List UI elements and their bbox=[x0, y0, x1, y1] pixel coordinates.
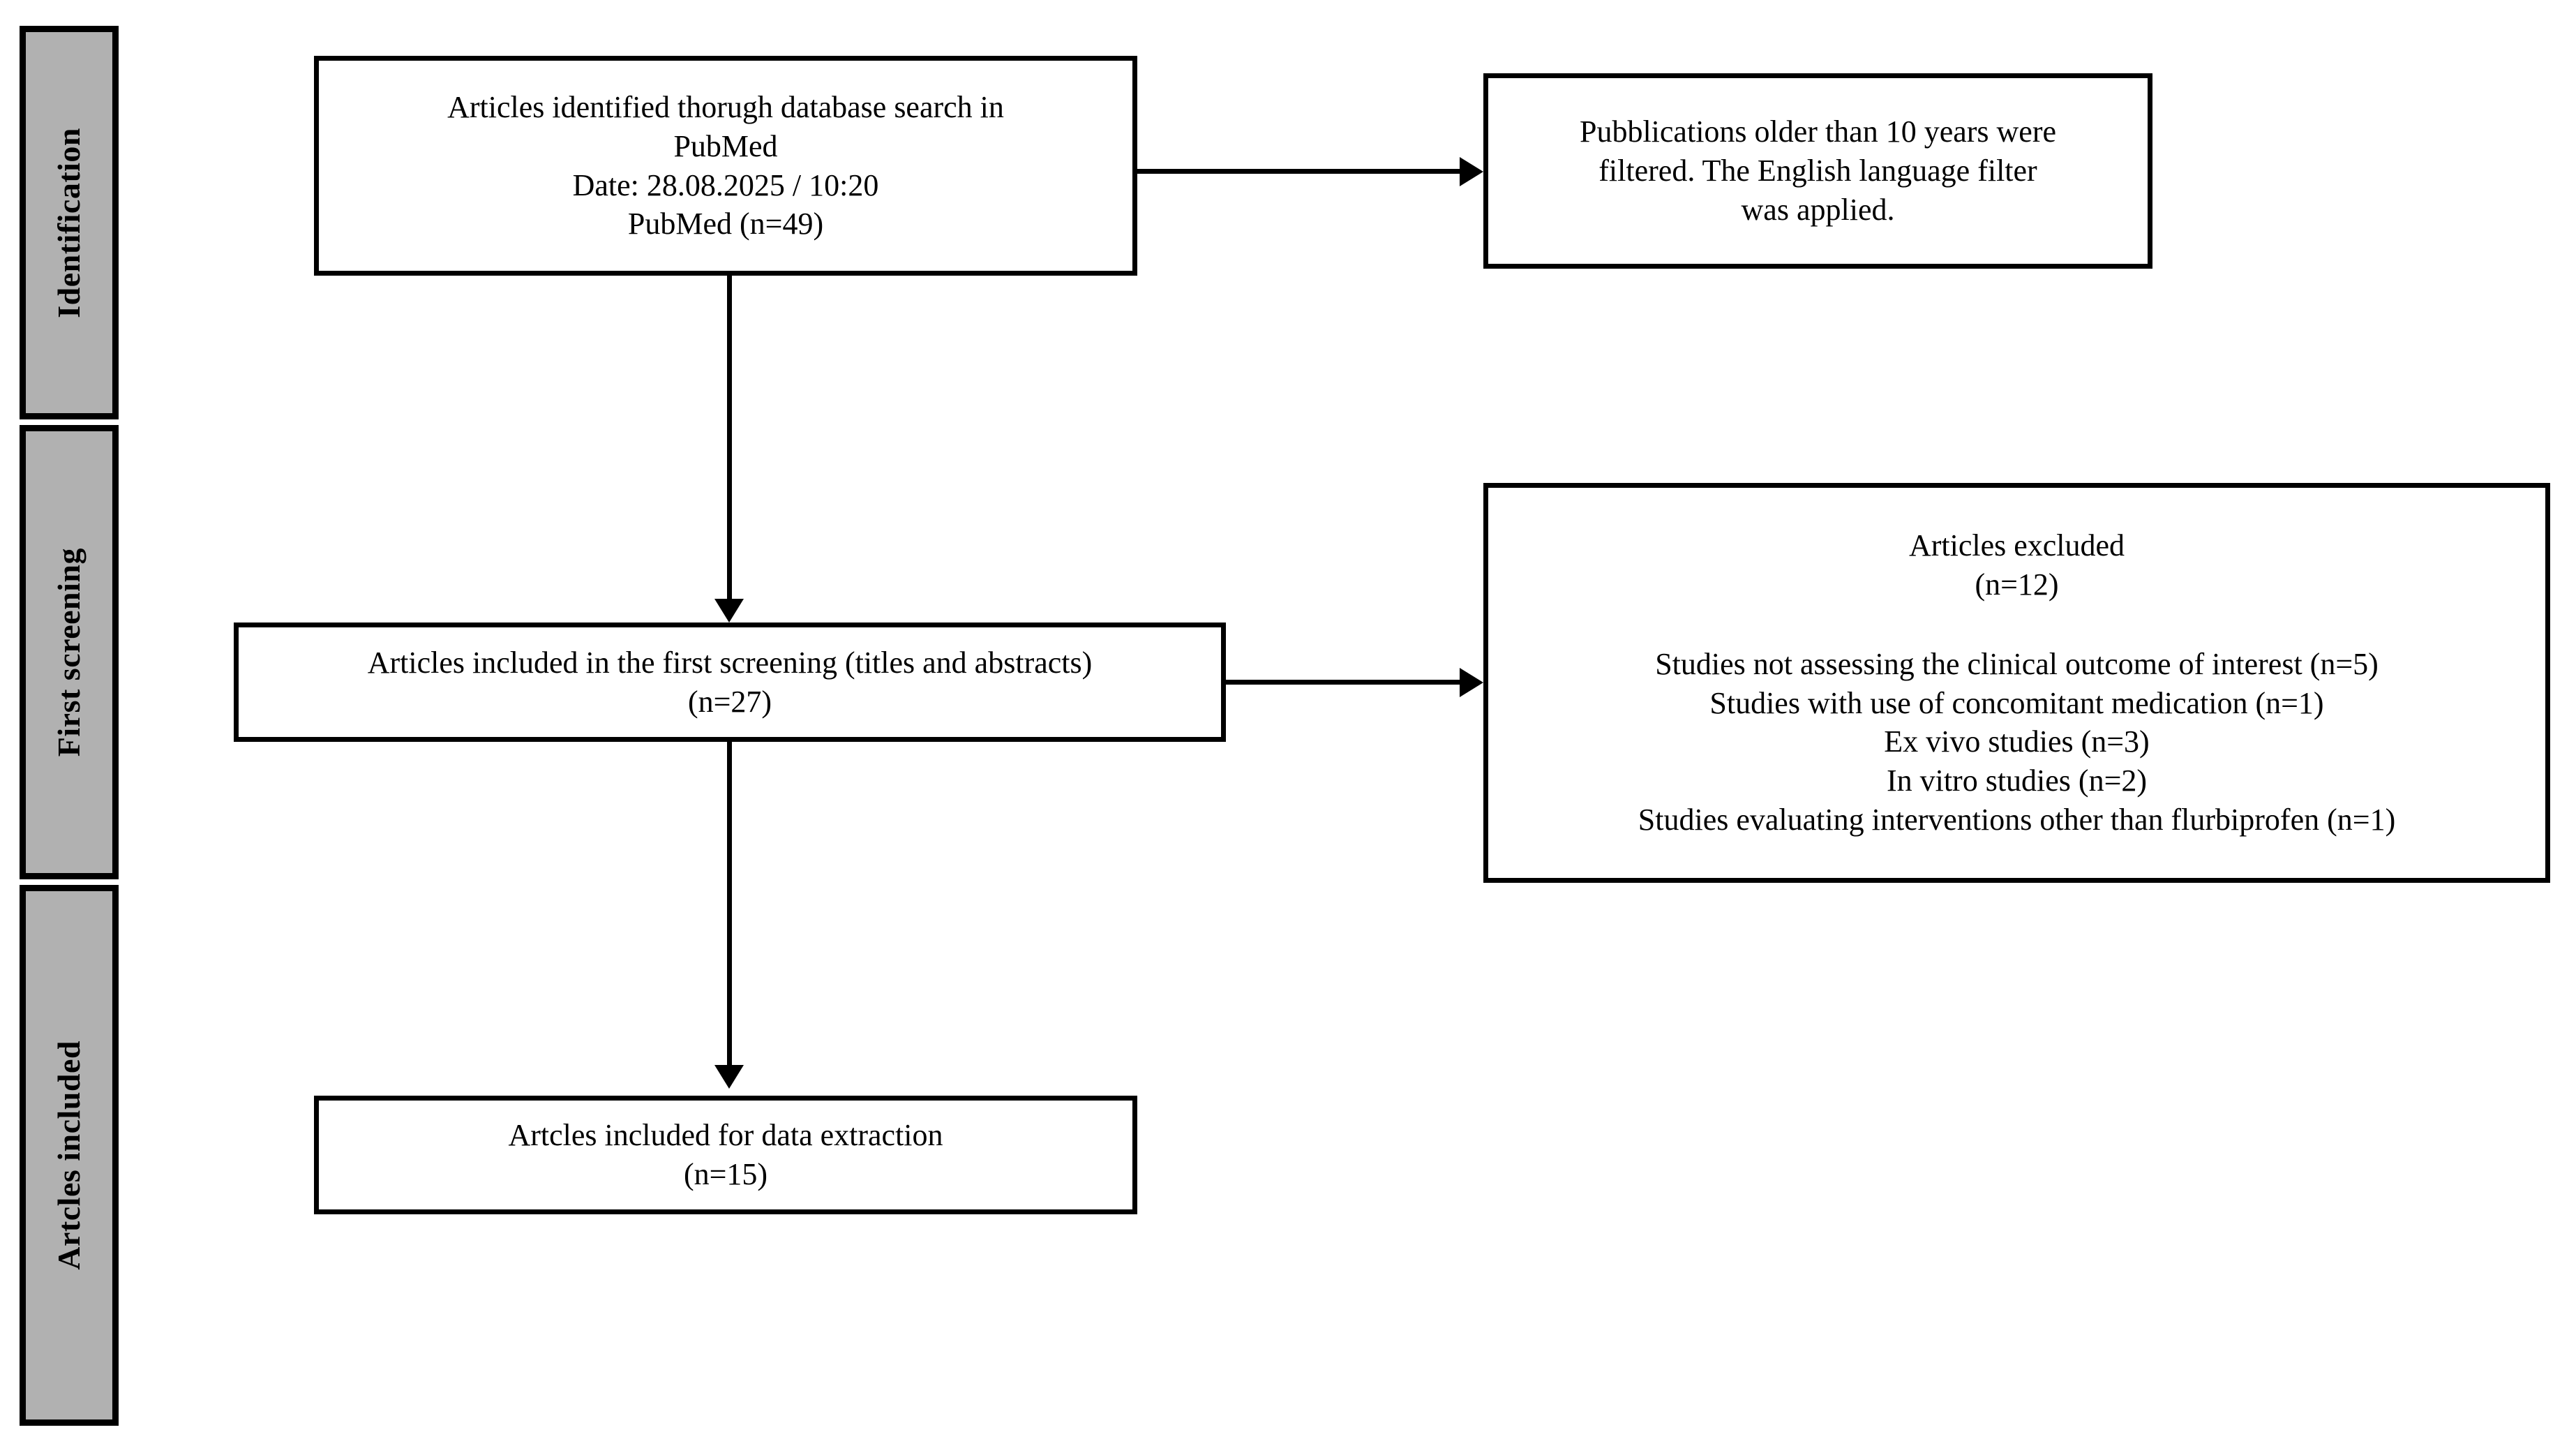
box-articles-excluded-reason-1: Studies not assessing the clinical outco… bbox=[1655, 646, 2379, 681]
stage-bar-articles-included: Artcles included bbox=[20, 885, 119, 1426]
box-articles-identified-line-1: Articles identified thorugh database sea… bbox=[447, 89, 1004, 124]
box-filters-applied-line-2: filtered. The English language filter bbox=[1598, 154, 2037, 188]
box-first-screening-included-line-2: (n=27) bbox=[687, 684, 772, 719]
box-articles-excluded-header-2: (n=12) bbox=[1975, 567, 2059, 602]
stage-bar-first-screening-label: First screening bbox=[51, 547, 87, 757]
connector-identified-to-filters-line bbox=[1137, 169, 1465, 174]
box-filters-applied-line-3: was applied. bbox=[1741, 192, 1895, 227]
stage-bar-identification-label: Identification bbox=[51, 127, 87, 318]
connector-identified-to-screening-line bbox=[727, 276, 732, 607]
stage-bar-articles-included-label: Artcles included bbox=[51, 1041, 87, 1270]
box-data-extraction-included: Artcles included for data extraction (n=… bbox=[314, 1096, 1137, 1214]
stage-bar-identification: Identification bbox=[20, 26, 119, 419]
box-filters-applied-line-1: Pubblications older than 10 years were bbox=[1579, 114, 2057, 149]
connector-identified-to-filters-arrowhead bbox=[1460, 157, 1483, 186]
box-first-screening-included-line-1: Articles included in the first screening… bbox=[367, 645, 1093, 680]
box-filters-applied: Pubblications older than 10 years were f… bbox=[1483, 73, 2152, 269]
box-articles-excluded-reason-5: Studies evaluating interventions other t… bbox=[1638, 803, 2396, 837]
box-articles-excluded-reason-4: In vitro studies (n=2) bbox=[1886, 763, 2148, 798]
box-data-extraction-included-line-2: (n=15) bbox=[683, 1157, 768, 1191]
box-first-screening-included: Articles included in the first screening… bbox=[234, 623, 1226, 742]
box-articles-excluded-reason-3: Ex vivo studies (n=3) bbox=[1884, 724, 2150, 759]
box-data-extraction-included-line-1: Artcles included for data extraction bbox=[508, 1118, 943, 1153]
box-articles-excluded-reason-2: Studies with use of concomitant medicati… bbox=[1709, 685, 2324, 720]
connector-screening-to-excluded-arrowhead bbox=[1460, 668, 1483, 697]
box-articles-excluded-header-1: Articles excluded bbox=[1908, 528, 2125, 562]
box-articles-identified-line-4: PubMed (n=49) bbox=[627, 207, 824, 241]
connector-screening-to-excluded-line bbox=[1226, 680, 1467, 685]
connector-identified-to-screening-arrowhead bbox=[714, 599, 744, 623]
stage-bar-first-screening: First screening bbox=[20, 425, 119, 879]
box-articles-identified: Articles identified thorugh database sea… bbox=[314, 56, 1137, 276]
connector-screening-to-extraction-line bbox=[727, 742, 732, 1073]
box-articles-excluded: Articles excluded (n=12) Studies not ass… bbox=[1483, 483, 2550, 883]
connector-screening-to-extraction-arrowhead bbox=[714, 1065, 744, 1089]
box-articles-identified-line-2: PubMed bbox=[673, 128, 778, 163]
box-articles-identified-line-3: Date: 28.08.2025 / 10:20 bbox=[572, 167, 879, 202]
